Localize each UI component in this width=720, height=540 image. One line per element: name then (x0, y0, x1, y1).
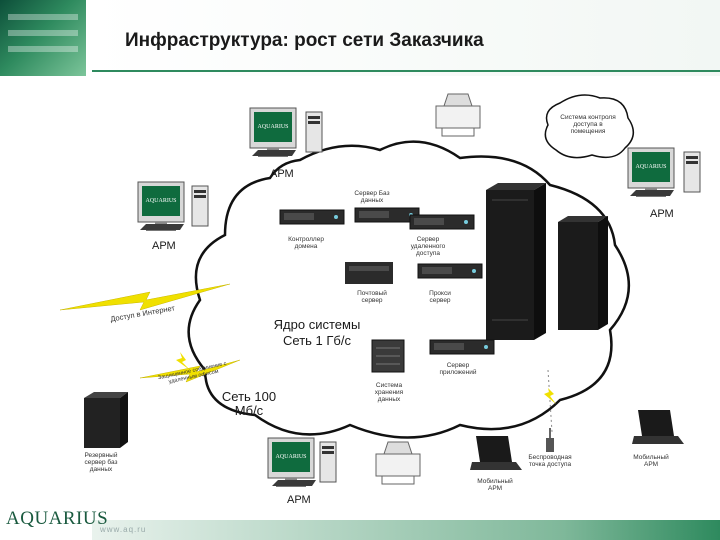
monitor-logo-bottom: AQUARIUS (272, 454, 310, 461)
mobile-workstation-right-icon (632, 410, 684, 444)
label-wireless-ap: Беспроводная точка доступа (520, 454, 580, 468)
workstation-top-icon (250, 108, 322, 157)
mail-server-icon (345, 262, 393, 284)
workstation-right-icon (628, 148, 700, 197)
domain-controller-icon (280, 210, 344, 224)
label-apm-top: АРМ (270, 168, 294, 180)
label-apm-bottom: АРМ (287, 494, 311, 506)
label-domain-controller: Контроллер домена (278, 236, 334, 250)
app-server-icon (430, 340, 494, 354)
storage-icon (372, 340, 404, 372)
monitor-logo-right: AQUARIUS (632, 164, 670, 171)
small-lightning-icon (176, 352, 190, 370)
remote-access-server-icon (410, 215, 474, 229)
workstation-left-icon (138, 182, 208, 231)
mobile-workstation-bottom-icon (470, 436, 522, 470)
printer-top-icon (436, 94, 480, 136)
server-rack-small (558, 216, 608, 330)
label-storage: Система хранения данных (366, 382, 412, 403)
label-mobile-apm-right: Мобильный АРМ (626, 454, 676, 468)
label-app-server: Сервер приложений (432, 362, 484, 376)
label-mail-server: Почтовый сервер (352, 290, 392, 304)
label-net-speed: Сеть 100 Мб/с (214, 390, 284, 419)
label-db-server: Сервер Баз данных (346, 190, 398, 204)
proxy-server-icon (418, 264, 482, 278)
brand-logo: AQUARIUS (6, 508, 108, 530)
label-core: Ядро системы (262, 318, 372, 332)
label-apm-right: АРМ (650, 208, 674, 220)
label-proxy-server: Прокси сервер (420, 290, 460, 304)
monitor-logo-left: AQUARIUS (142, 198, 180, 205)
backup-server-icon (84, 392, 128, 448)
label-backup-server: Резервный сервер баз данных (74, 452, 128, 473)
label-core-speed: Сеть 1 Гб/с (262, 334, 372, 348)
label-remote-access-server: Сервер удаленного доступа (400, 236, 456, 257)
label-access-control: Система контроля доступа в помещения (560, 114, 616, 135)
label-mobile-apm-bottom: Мобильный АРМ (470, 478, 520, 492)
server-rack-large (486, 183, 546, 340)
wireless-ap-icon (546, 428, 554, 452)
monitor-logo-top: AQUARIUS (254, 124, 292, 131)
printer-bottom-icon (376, 442, 420, 484)
label-apm-left: АРМ (152, 240, 176, 252)
footer-bar (92, 520, 720, 540)
workstation-bottom-icon (268, 438, 336, 487)
db-server-icon (355, 208, 419, 222)
